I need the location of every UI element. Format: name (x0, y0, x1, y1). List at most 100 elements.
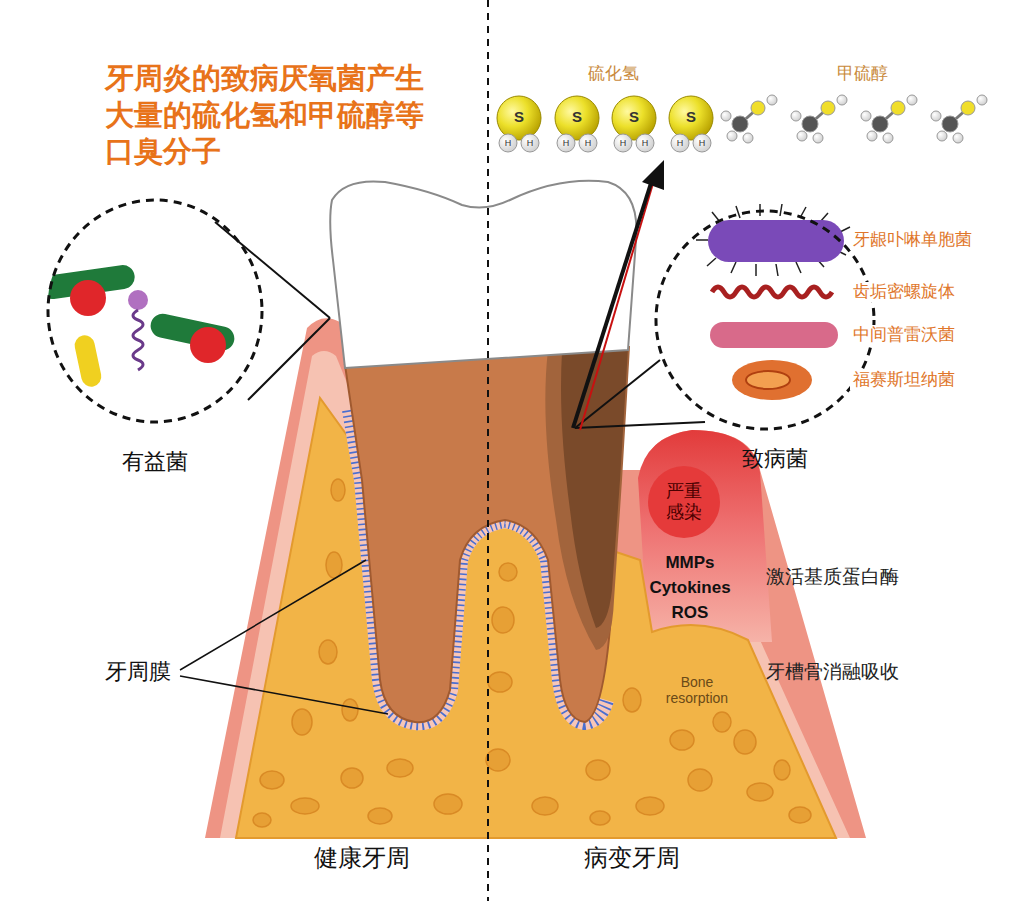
spirochete (133, 310, 143, 370)
atom-symbol: H (620, 138, 627, 149)
atom-symbol: S (629, 108, 639, 126)
bone-pore (331, 479, 345, 501)
yellow-rod (73, 333, 103, 388)
zoom-circle: 有益菌 (45, 197, 265, 425)
bone-pore (670, 730, 694, 750)
sulfur-atom (497, 96, 541, 140)
atom-symbol: S (572, 108, 582, 126)
bone-pore (499, 563, 517, 581)
bone-pore (341, 768, 363, 788)
bone-pore (688, 769, 712, 791)
molecule-name: 硫化氢 (588, 64, 639, 84)
bone-pore (623, 688, 641, 712)
annotation: 激活基质蛋白酶 (766, 566, 899, 589)
dashed-outline (653, 208, 877, 432)
dashed-outline (45, 197, 265, 425)
pathogenic-bacteria (696, 204, 850, 400)
methanethiol (931, 95, 987, 143)
tooth-crown (330, 181, 636, 368)
divider (487, 0, 489, 901)
arrow-shadow (580, 180, 654, 430)
bone-pore (486, 749, 510, 771)
bone-pore (368, 808, 392, 824)
part-label: 牙周膜 (105, 659, 171, 685)
node-text: 致病菌 (742, 446, 808, 471)
bacterium-name: 牙龈卟啉单胞菌 (850, 230, 975, 250)
bone-pore (260, 771, 284, 789)
zoom-circle: 致病菌 (653, 208, 877, 432)
h2s-molecules (497, 96, 713, 152)
red-coccus (70, 280, 106, 316)
gum-inner (220, 351, 850, 838)
hydrogen-atom (636, 134, 654, 152)
hydrogen-atom (671, 134, 689, 152)
section-label: 健康牙周 (314, 844, 410, 873)
atom-symbol: H (699, 138, 706, 149)
hydrogen-atom (693, 134, 711, 152)
atom-symbol: H (642, 138, 649, 149)
atom-symbol: S (514, 108, 524, 126)
plaque-dark (561, 348, 628, 628)
red-spiral (712, 287, 832, 297)
orange-bacterium (732, 360, 812, 400)
red-coccus (190, 327, 226, 363)
methanethiol (791, 95, 847, 143)
node-text: 严重 感染 (664, 481, 704, 522)
node-text: 有益菌 (122, 449, 188, 474)
dashed-circle (656, 211, 874, 429)
sulfur-atom (555, 96, 599, 140)
atom-symbol: H (677, 138, 684, 149)
bone-pore (590, 811, 610, 825)
beneficial-bacteria (39, 264, 237, 389)
bone-pore (291, 798, 319, 814)
bone-pore (488, 672, 512, 692)
bone-pore (434, 794, 462, 814)
title-text: 牙周炎的致病厌氧菌产生 大量的硫化氢和甲硫醇等 口臭分子 (105, 60, 441, 170)
bone-pore (387, 759, 413, 777)
bone-pore (292, 709, 312, 735)
purple-coccus (128, 290, 148, 310)
hydrogen-atom (614, 134, 632, 152)
bacterium-name: 福赛斯坦纳菌 (850, 370, 958, 390)
atom-symbol: H (563, 138, 570, 149)
atom-symbol: S (686, 108, 696, 126)
bone-pore (734, 730, 756, 754)
bone-pore (713, 712, 731, 732)
plaque-light (545, 346, 630, 650)
bone-pore (586, 760, 610, 780)
sulfur-atom (669, 96, 713, 140)
bone-pore (774, 760, 790, 780)
molecule-name: 甲硫醇 (837, 64, 888, 84)
methanethiol-molecules (721, 95, 987, 143)
bone-pore (492, 607, 514, 633)
methanethiol (861, 95, 917, 143)
bone-pore (342, 699, 358, 721)
infection-circle: 严重 感染 (648, 466, 720, 538)
sulfur-atom (612, 96, 656, 140)
zoom-line (575, 360, 660, 428)
zoom-line (215, 222, 330, 318)
bone-label: Bone resorption (655, 674, 739, 706)
mediator-name: Cytokines (649, 578, 730, 598)
pink-rod (710, 322, 838, 348)
orange-core (746, 371, 790, 389)
leader-line (180, 676, 388, 714)
bone-pore (253, 813, 271, 827)
hydrogen-atom (499, 134, 517, 152)
annotation: 牙槽骨消融吸收 (766, 661, 899, 684)
atom-symbol: H (527, 138, 534, 149)
section-label: 病变牙周 (584, 844, 680, 873)
bone-pore (319, 640, 337, 664)
bacterium-name: 齿垢密螺旋体 (850, 282, 958, 302)
hairs (696, 204, 850, 276)
hydrogen-atom (557, 134, 575, 152)
mediator-name: MMPs (665, 553, 714, 573)
bone-pore (789, 807, 811, 823)
purple-rod (708, 220, 844, 262)
bone-pore (636, 797, 664, 815)
arrow-shaft (573, 180, 652, 428)
bone-pore (532, 797, 558, 815)
zoom-line (575, 422, 705, 428)
bone-pore (747, 783, 773, 801)
